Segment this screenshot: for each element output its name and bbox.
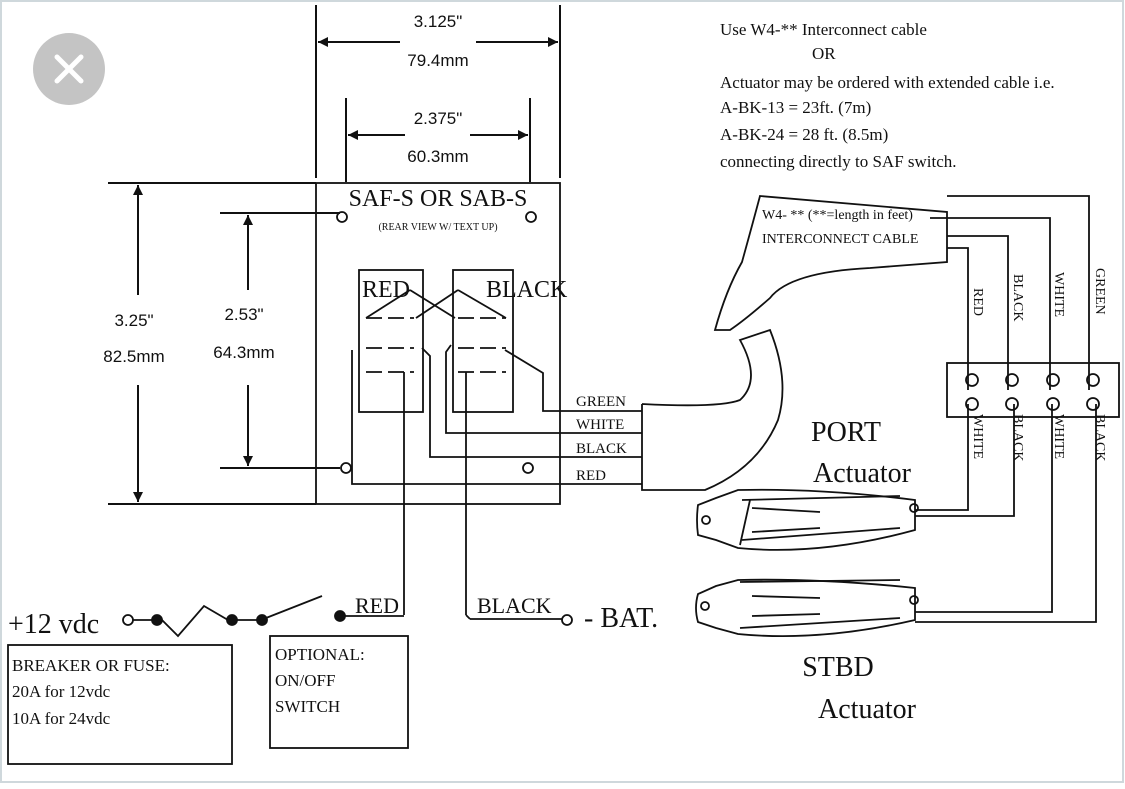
cable-label-2: INTERCONNECT CABLE — [762, 232, 918, 247]
stbd-actuator — [695, 578, 919, 638]
dimension-lines — [108, 5, 561, 505]
wire-green-label: GREEN — [576, 394, 626, 410]
breaker-line-2: 20A for 12vdc — [12, 682, 111, 701]
switch-box-line-3: SWITCH — [275, 697, 340, 716]
interconnect-cable — [641, 195, 1120, 623]
power-red-label: RED — [355, 593, 399, 618]
breaker-line-3: 10A for 24vdc — [12, 709, 111, 728]
outer-height-in: 3.25" — [114, 311, 153, 330]
port-label-2: Actuator — [813, 458, 912, 489]
outer-width-mm: 79.4mm — [407, 51, 468, 70]
note-line-3: Actuator may be ordered with extended ca… — [720, 73, 1055, 92]
inner-height-in: 2.53" — [224, 305, 263, 324]
twire-3: WHITE — [1051, 414, 1066, 459]
note-line-1: Use W4-** Interconnect cable — [720, 20, 927, 39]
switch-right-label: BLACK — [486, 277, 568, 303]
stbd-label-2: Actuator — [818, 694, 917, 725]
wire-black-label: BLACK — [576, 441, 627, 457]
power-wiring — [7, 595, 573, 765]
close-button[interactable] — [33, 33, 105, 105]
inner-width-in: 2.375" — [414, 109, 463, 128]
outer-width-in: 3.125" — [414, 12, 463, 31]
breaker-line-1: BREAKER OR FUSE: — [12, 656, 170, 675]
note-line-2: OR — [812, 44, 836, 63]
vwire-white: WHITE — [1051, 272, 1066, 317]
vwire-black: BLACK — [1010, 274, 1025, 321]
cable-label-1: W4- ** (**=length in feet) — [762, 208, 913, 223]
switch-box-line-1: OPTIONAL: — [275, 645, 365, 664]
power-black-label: BLACK — [477, 593, 552, 618]
notes: Use W4-** Interconnect cable OR Actuator… — [720, 20, 1055, 171]
port-actuator — [696, 488, 919, 551]
note-line-4: A-BK-13 = 23ft. (7m) — [720, 98, 871, 117]
vwire-red: RED — [970, 288, 985, 316]
twire-4: BLACK — [1092, 414, 1107, 461]
wire-red-label: RED — [576, 468, 606, 484]
vwire-green: GREEN — [1092, 268, 1107, 315]
stbd-label-1: STBD — [802, 652, 874, 683]
note-line-5: A-BK-24 = 28 ft. (8.5m) — [720, 125, 888, 144]
twire-1: WHITE — [970, 414, 985, 459]
outer-height-mm: 82.5mm — [103, 347, 164, 366]
note-line-6: connecting directly to SAF switch. — [720, 152, 957, 171]
close-icon — [54, 54, 84, 84]
switch-wires — [351, 344, 642, 615]
switch-left-label: RED — [362, 277, 410, 303]
switch-box-line-2: ON/OFF — [275, 671, 335, 690]
inner-width-mm: 60.3mm — [407, 147, 468, 166]
panel-subtitle: (REAR VIEW W/ TEXT UP) — [378, 222, 497, 233]
battery-label: - BAT. — [584, 603, 658, 634]
supply-label: +12 vdc — [8, 609, 99, 640]
port-label-1: PORT — [811, 417, 881, 448]
twire-2: BLACK — [1010, 414, 1025, 461]
switch-panel — [315, 182, 561, 505]
panel-title: SAF-S OR SAB-S — [349, 186, 528, 212]
wire-white-label: WHITE — [576, 417, 624, 433]
inner-height-mm: 64.3mm — [213, 343, 274, 362]
